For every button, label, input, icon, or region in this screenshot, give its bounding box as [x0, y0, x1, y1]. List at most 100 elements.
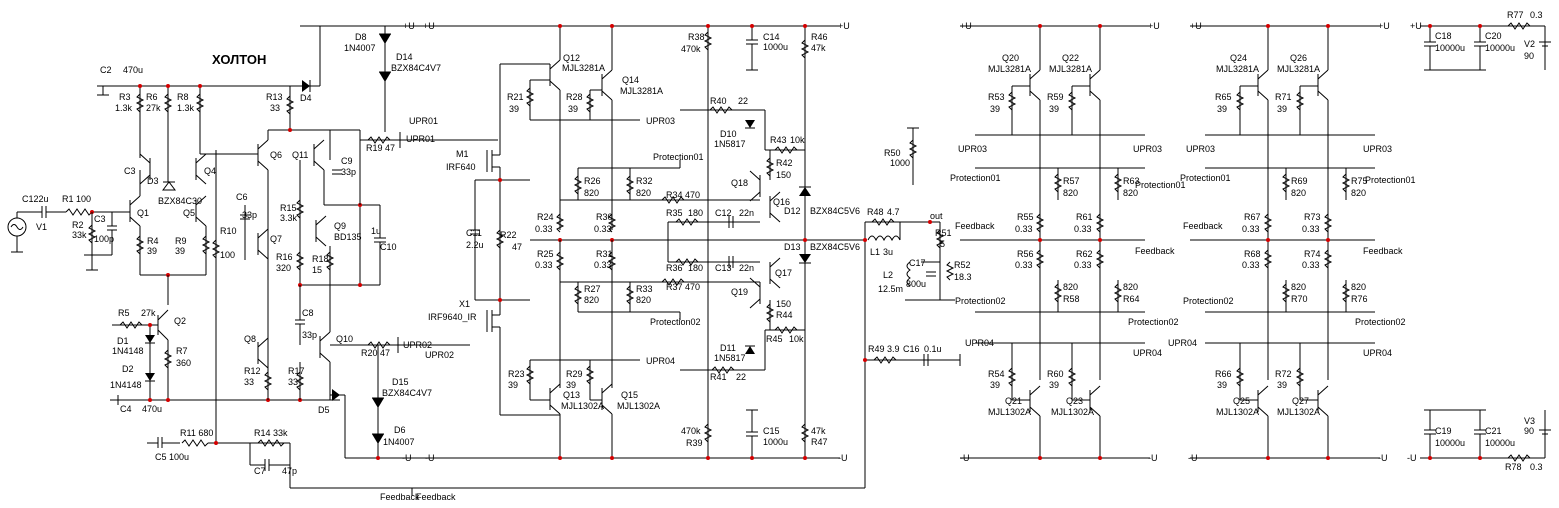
label-r57: R57 [1063, 176, 1080, 186]
label-q9: Q9 [334, 221, 346, 231]
label-d1v: 1N4148 [112, 346, 144, 356]
label-upr04: UPR04 [1363, 348, 1392, 358]
schematic-title: ХОЛТОН [212, 52, 266, 67]
label-r78: R78 [1505, 462, 1522, 472]
label-d3: D3 [147, 176, 159, 186]
power-supply-positive: +U C18 10000u C20 10000u R77 0.3 V2 90 [1410, 10, 1551, 71]
label-r33: R33 [636, 284, 653, 294]
label-r45v: 10k [789, 334, 804, 344]
label-r62v: 0.33 [1074, 260, 1092, 270]
label-feedback: Feedback [416, 492, 456, 502]
label-c16: C16 [903, 344, 920, 354]
label-feedback: Feedback [1135, 246, 1175, 256]
label-r48: R48 [867, 207, 884, 217]
label-r62: R62 [1076, 249, 1093, 259]
label-r65: R65 [1215, 92, 1232, 102]
label-r71v: 39 [1277, 104, 1287, 114]
label-r6: R6 [146, 92, 158, 102]
label-upr02: UPR02 [403, 340, 432, 350]
label-r73: R73 [1304, 212, 1321, 222]
negative-rail: -U -U -U [345, 453, 848, 463]
label-feedback: Feedback [1363, 246, 1403, 256]
label-r3v: 1.3k [115, 103, 133, 113]
q3-bias: C3 D3 BZX84C30 [124, 153, 202, 206]
label-l1v: 3u [883, 247, 893, 257]
label-r56v: 0.33 [1015, 260, 1033, 270]
label-r53: R53 [988, 92, 1005, 102]
protection-circuit: R38 470k 470k R39 C14 1000u C15 1000u R4… [630, 24, 865, 460]
label-r15: R15 [280, 203, 297, 213]
label-r20: R20 47 [361, 348, 390, 358]
label-r9: R9 [175, 236, 187, 246]
label-r55: R55 [1017, 212, 1034, 222]
label-r13: R13 [266, 92, 283, 102]
q5-transistor: Q5 [183, 195, 207, 227]
label-d5: D5 [318, 405, 330, 415]
label-l1: L1 [870, 247, 880, 257]
label-r32: R32 [636, 176, 653, 186]
label-upr04: UPR04 [1133, 348, 1162, 358]
label-r68v: 0.33 [1242, 260, 1260, 270]
label-d14v: BZX84C4V7 [391, 63, 441, 73]
label-neg: -U [425, 453, 435, 463]
label-r56: R56 [1017, 249, 1034, 259]
feedback-network: R11 680 C5 100u R14 33k C7 47p Feedback … [147, 428, 865, 502]
label-upr03: UPR03 [958, 144, 987, 154]
label-r49v: 3.9 [887, 344, 900, 354]
label-q15: Q15 [621, 390, 638, 400]
power-supply-negative: -U C19 10000u C21 10000u R78 0.3 V3 90 [1407, 409, 1551, 472]
label-r70: R70 [1291, 294, 1308, 304]
label-c3a: C3 [124, 166, 136, 176]
label-feedback: Feedback [1183, 221, 1223, 231]
label-q8: Q8 [244, 334, 256, 344]
label-r69: R69 [1291, 176, 1308, 186]
label-c3: C3 [94, 214, 106, 224]
label-r2v: 33k [72, 230, 87, 240]
label-q12v: MJL3281A [562, 63, 605, 73]
input-source-v1: V1 [7, 211, 47, 253]
label-r24: R24 [537, 212, 554, 222]
label-q23v: MJL1302A [1051, 407, 1094, 417]
label-r61v: 0.33 [1074, 224, 1092, 234]
label-r38: R38 [688, 32, 705, 42]
label-r5v: 27k [141, 308, 156, 318]
label-d13v: BZX84C5V6 [810, 242, 860, 252]
label-m1: M1 [456, 149, 469, 159]
label-q13: Q13 [563, 390, 580, 400]
label-r10v: 100 [220, 250, 235, 260]
label-r18v: 15 [312, 265, 322, 275]
label-pos: +U [1410, 21, 1422, 31]
label-c8v: 33p [302, 330, 317, 340]
label-r58v: 820 [1063, 282, 1078, 292]
label-pos: +U [960, 21, 972, 31]
label-prot1: Protection01 [1135, 180, 1186, 190]
label-c21: C21 [1485, 426, 1502, 436]
label-c4: C4 [120, 404, 132, 414]
label-q24v: MJL3281A [1216, 64, 1259, 74]
label-r77: R77 [1507, 10, 1524, 20]
label-c13: C13 [715, 263, 732, 273]
label-r5: R5 [118, 308, 130, 318]
label-c5: C5 100u [155, 452, 189, 462]
label-r44: R44 [776, 310, 793, 320]
label-q2: Q2 [174, 316, 186, 326]
label-d15v: BZX84C4V7 [382, 388, 432, 398]
label-r61: R61 [1076, 212, 1093, 222]
label-r11: R11 680 [180, 428, 213, 438]
label-r60v: 39 [1049, 380, 1059, 390]
label-r29: R29 [566, 369, 583, 379]
label-r22v: 47 [512, 242, 522, 252]
label-neg: -U [1188, 453, 1198, 463]
label-q25v: MJL1302A [1216, 407, 1259, 417]
label-c16v: 0.1u [924, 344, 942, 354]
label-r50: R50 [884, 148, 901, 158]
output-stage-main: Q12 MJL3281A Q14 MJL3281A R21 39 R28 39 … [500, 24, 704, 460]
label-r8v: 1.3k [177, 103, 195, 113]
label-v1: V1 [36, 222, 47, 232]
label-c18: C18 [1435, 31, 1452, 41]
label-c2v: 470u [123, 65, 143, 75]
label-r52: R52 [954, 260, 971, 270]
label-d8v: 1N4007 [344, 43, 376, 53]
label-r74: R74 [1304, 249, 1321, 259]
label-r18: R18 [312, 254, 329, 264]
